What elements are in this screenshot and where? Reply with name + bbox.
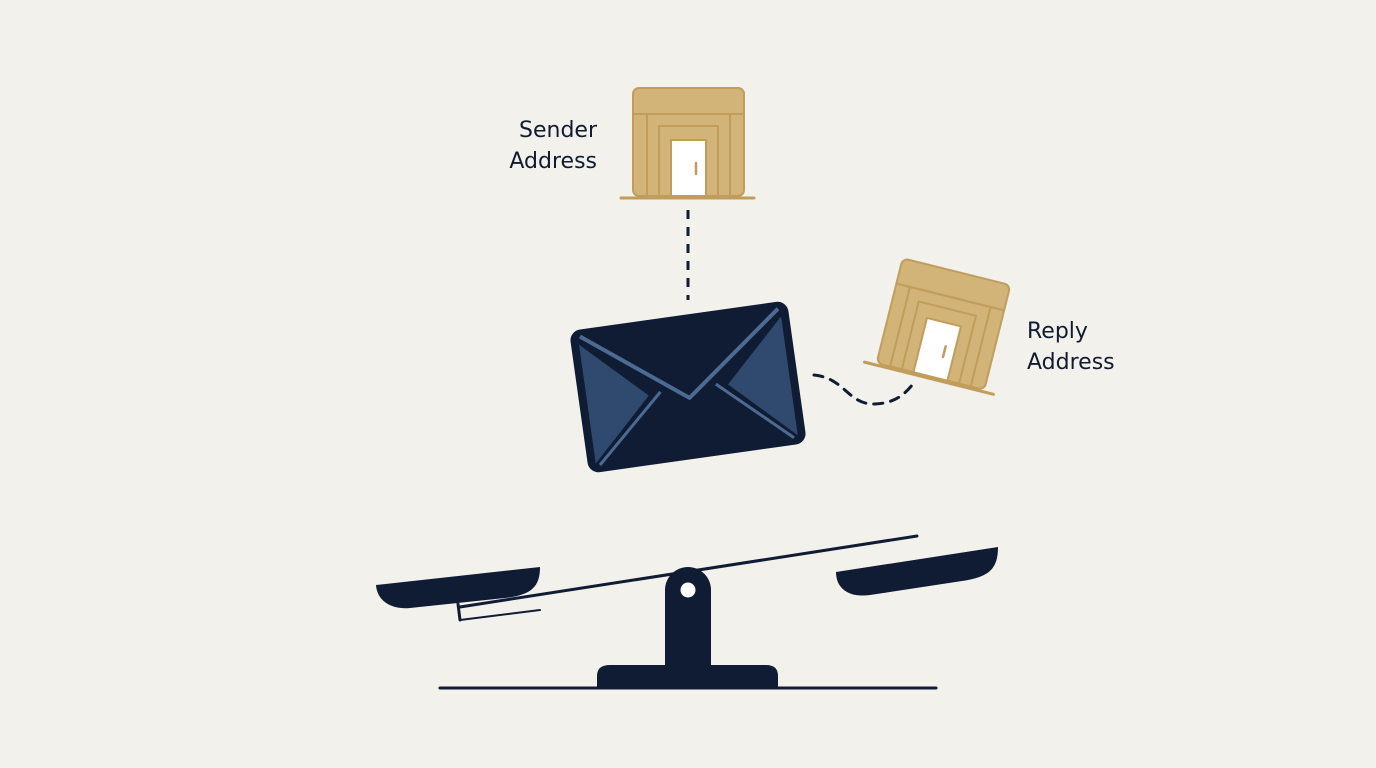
left-scale-pan bbox=[376, 567, 540, 609]
reply-building-icon bbox=[862, 258, 1011, 396]
reply-label-line2: Address bbox=[1027, 350, 1115, 375]
reply-address-label: Reply Address bbox=[1027, 316, 1207, 378]
reply-connector-line bbox=[812, 373, 918, 406]
sender-building-icon bbox=[619, 87, 756, 200]
seesaw-scale-icon bbox=[376, 534, 998, 690]
sender-address-label: Sender Address bbox=[440, 115, 597, 177]
reply-label-line1: Reply bbox=[1027, 319, 1088, 344]
right-scale-pan bbox=[836, 547, 998, 596]
sender-label-line2: Address bbox=[509, 149, 597, 174]
sender-label-line1: Sender bbox=[519, 118, 597, 143]
scale-beam bbox=[458, 534, 919, 609]
envelope-icon bbox=[570, 301, 806, 473]
scale-base bbox=[597, 665, 778, 688]
